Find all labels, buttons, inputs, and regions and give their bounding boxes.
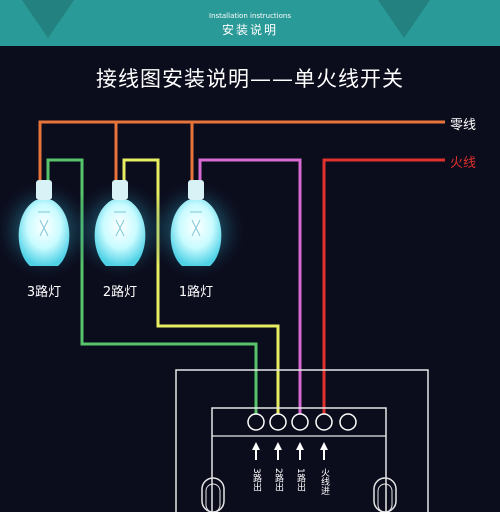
diagram-title: 接线图安装说明——单火线开关 [96,67,404,91]
arrow-up-icon [252,442,328,460]
bulb-icon [144,178,248,282]
terminal-spare [339,413,357,431]
mounting-hole [201,477,225,512]
switch-panel [175,369,429,512]
terminal-3 [247,413,265,431]
terminal-label: 1路出 [295,468,306,493]
header-subtitle: Installation instructions [209,12,291,20]
terminal-1 [291,413,309,431]
terminal-2 [269,413,287,431]
live-label: 火线 [450,156,477,171]
terminal-live [315,413,333,431]
live-wire [322,158,445,416]
header-banner: Installation instructions 安装说明 [0,0,500,46]
lamp-1-label: 1路灯 [178,285,214,300]
bulb-icon [0,178,96,282]
terminal-label: 2路出 [273,468,284,493]
mounting-hole [377,483,393,512]
mounting-hole [373,477,397,512]
lamp-2-label: 2路灯 [102,285,138,300]
neutral-label: 零线 [450,118,477,133]
terminal-label: 3路出 [251,468,262,493]
lamp-1-wire [198,158,302,416]
banner-decoration [378,0,430,38]
header-title: 安装说明 [221,23,278,37]
mounting-hole [205,483,221,512]
bulb-icon [68,178,172,282]
terminal-block [211,407,387,512]
lamp-3-label: 3路灯 [26,285,62,300]
banner-decoration [22,0,74,38]
terminal-label: 火线进 [319,468,330,495]
neutral-wire [38,120,445,180]
